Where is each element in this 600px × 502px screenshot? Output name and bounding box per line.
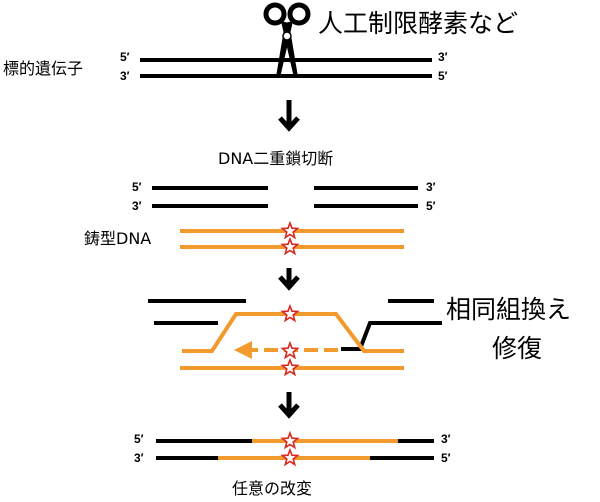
end-label-3-prime: 3′	[441, 432, 451, 446]
arrow-down-icon	[278, 100, 300, 132]
hr-black-right-invading	[341, 321, 442, 351]
end-label-5-prime: 5′	[426, 199, 436, 213]
end-label-5-prime: 5′	[120, 50, 130, 64]
end-label-3-prime: 3′	[120, 69, 130, 83]
arrow-down-icon	[278, 268, 300, 291]
end-label-5-prime: 5′	[441, 451, 451, 465]
end-label-3-prime: 3′	[426, 180, 436, 194]
target-gene-dna	[140, 58, 432, 78]
end-label-3-prime: 3′	[134, 451, 144, 465]
dsb-label: DNA二重鎖切断	[218, 149, 334, 168]
star-icon	[280, 220, 300, 240]
star-icon	[280, 430, 300, 450]
end-label-3-prime: 3′	[132, 199, 142, 213]
star-icon	[280, 447, 300, 467]
broken-dna	[152, 186, 418, 208]
scissors-icon	[263, 2, 311, 78]
star-icon	[280, 236, 300, 256]
end-label-5-prime: 5′	[438, 69, 448, 83]
repair-label-line1: 相同組換え	[446, 295, 572, 324]
end-label-3-prime: 3′	[438, 50, 448, 64]
repair-label-line2: 修復	[492, 334, 543, 363]
star-icon	[280, 303, 300, 323]
template-label: 鋳型DNA	[84, 229, 152, 248]
result-label: 任意の改変	[232, 479, 313, 498]
star-icon	[280, 340, 300, 360]
enzyme-label: 人工制限酵素など	[318, 9, 519, 38]
arrow-down-icon	[278, 392, 300, 419]
end-label-5-prime: 5′	[132, 180, 142, 194]
target-gene-label: 標的遺伝子	[3, 59, 84, 78]
mutation-marks	[280, 220, 300, 467]
arrow-left-icon	[234, 341, 252, 359]
end-label-5-prime: 5′	[134, 432, 144, 446]
star-icon	[280, 357, 300, 377]
